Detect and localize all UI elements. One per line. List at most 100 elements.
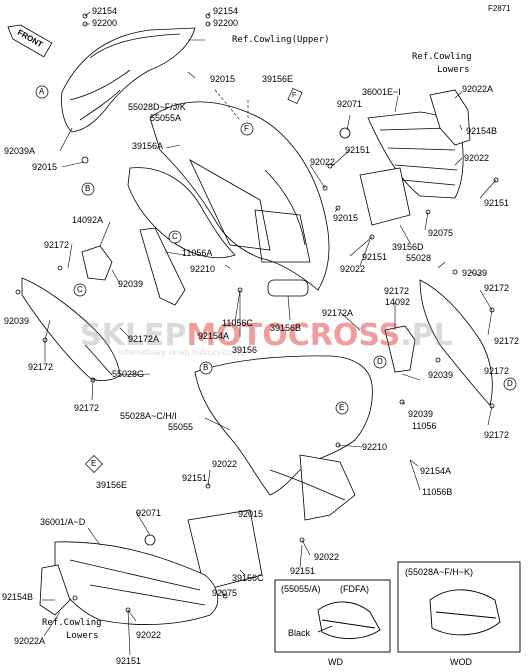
part-label: 92039 [462,268,488,278]
part-label: 92172 [484,283,510,293]
part-label: 92154 [92,6,118,16]
inset-wd-frame [274,579,391,653]
part-label: 92172 [484,430,510,440]
part-label: 39156 [232,345,258,355]
part-label: 11056 [412,421,437,431]
part-label: 92015 [333,213,359,223]
part-label: 92154A [198,331,230,341]
front-arrow-icon [7,24,53,58]
part-label: 92172A [128,334,160,344]
part-label: 36001E~I [362,87,401,97]
part-label: 92022 [310,157,336,167]
part-label: 92039 [118,279,144,289]
callout-f-2: F [292,92,297,99]
part-label: 11056B [422,487,453,497]
callout-a-1: A [39,87,45,96]
part-label: 55028A~C/H/I [120,411,177,421]
inset-wod-title: (55028A~F/H~K) [405,567,474,577]
callout-d-1: D [377,357,383,366]
ref-cowling-lowers-bottom-2: Lowers [66,631,99,641]
part-label: 92075 [212,588,238,598]
part-label: 92022 [340,264,366,274]
callout-c-2: C [77,285,83,294]
part-label: 92015 [210,74,236,84]
part-label: 92039 [408,409,434,419]
part-label: 39156A [132,141,164,151]
part-label: 55028D~F/J/K [128,102,186,112]
callout-e-2: E [91,459,97,468]
part-label: 92154B [466,126,498,136]
watermark-tld: .PL [400,318,453,353]
part-label: 92172 [74,403,100,413]
inset-wd-title: (55055/A) [281,584,321,594]
inset-wd-footer: WD [328,657,343,667]
inset-wod-frame [397,561,521,653]
part-label: 92172 [484,366,510,376]
part-label: 92172 [384,286,410,296]
part-label: 92071 [136,508,162,518]
part-label: 39156D [392,242,424,252]
part-label: 92154A [420,466,452,476]
part-label: 92154B [2,592,34,602]
inset-wd-tag: (FDFA) [340,584,369,594]
figure-id: F2871 [488,4,511,13]
part-label: 55028 [406,253,432,263]
callout-b-1: B [85,184,91,193]
part-label: 92022 [464,153,490,163]
part-label: 92154 [213,6,239,16]
part-label: 92172 [28,362,54,372]
part-label: 92071 [337,99,363,109]
lower-cowl-55055-shape [194,355,373,496]
ref-cowling-lowers-top-1: Ref.Cowling [412,52,472,62]
part-label: 92022A [14,636,46,646]
part-label: 92200 [92,18,118,28]
part-label: 92151 [116,656,142,666]
part-label: 39156E [262,74,294,84]
inner-fairing-shape [149,101,330,291]
watermark-subtitle: internetowy sklep motocyklowy [118,348,245,357]
callout-b-2: B [203,363,209,372]
part-label: 11056A [182,248,213,258]
part-label: 92151 [290,566,316,576]
part-label: 92022 [314,552,340,562]
part-label: 92075 [428,228,454,238]
callout-e-1: E [339,403,345,412]
ref-cowling-upper: Ref.Cowling(Upper) [232,35,330,45]
part-label: 36001/A~D [40,517,86,527]
lower-cowl-36001-shape [54,541,219,625]
left-panel-55028g-shape [21,277,121,381]
part-label: 92151 [182,473,208,483]
part-label: 39156B [270,323,302,333]
watermark: SKLEPMOTOCROSS.PL [80,318,453,353]
inset-wod-footer: WOD [450,657,472,667]
part-label: 55055A [150,113,182,123]
callout-c-1: C [172,232,178,241]
part-label: 92039 [428,370,454,380]
part-label: 92039A [4,146,36,156]
part-label: 11056C [222,318,253,328]
part-label: 92022 [212,459,238,469]
part-label: 92210 [362,442,388,452]
callout-f-1: F [244,124,249,133]
part-label: 14092A [72,215,104,225]
part-label: 39156C [232,573,264,583]
part-label: 92022A [462,84,494,94]
ref-cowling-lowers-top-2: Lowers [437,65,470,75]
part-label: 92172 [494,336,520,346]
inset-wd-part-label: Black [288,628,311,638]
part-label: 92210 [190,264,216,274]
part-label: 92172A [322,308,354,318]
part-label: 92172 [44,240,70,250]
ref-cowling-lowers-bottom-1: Ref.Cowling [42,618,102,628]
part-label: 39156E [96,480,128,490]
part-label: 92151 [345,145,371,155]
part-label: 55028G [112,369,145,379]
part-label: 92151 [362,252,388,262]
part-label: 92200 [213,18,239,28]
watermark-accent: MOTOCROSS [186,318,401,353]
plate-39156d-shape [359,167,411,226]
part-label: 92015 [238,509,264,519]
part-label: 92039 [4,316,30,326]
